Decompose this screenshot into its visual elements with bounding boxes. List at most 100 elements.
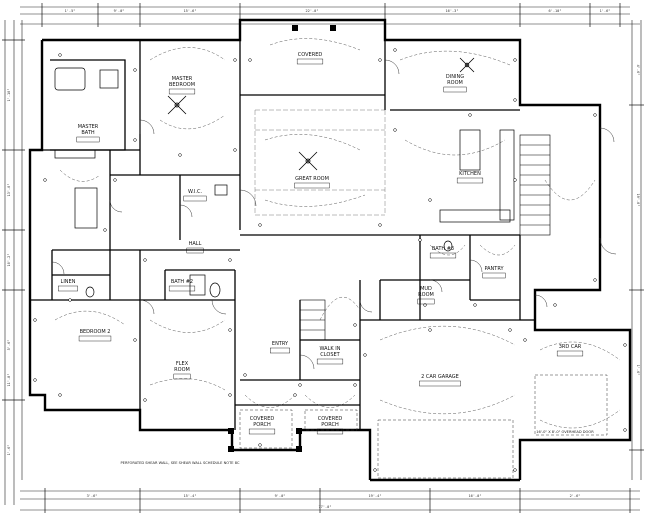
stairs [299, 134, 551, 341]
overhead-door-note: 16'-0" X 8'-0" OVERHEAD DOOR [536, 430, 594, 434]
outlet-symbol [103, 228, 107, 232]
dim-top: 9'-0" [114, 9, 125, 13]
outlet-symbol [58, 53, 62, 57]
dim-top: 1'-6" [600, 9, 611, 13]
outlet-symbol [143, 258, 147, 262]
room-tag-box [58, 285, 78, 292]
outlet-symbol [393, 48, 397, 52]
dim-top: 15'-6" [184, 9, 197, 13]
room-tag-box [482, 272, 506, 279]
outlet-symbol [468, 113, 472, 117]
outlet-symbol [233, 148, 237, 152]
outlet-symbol [428, 328, 432, 332]
outlet-symbol [523, 338, 527, 342]
outlet-symbol [133, 338, 137, 342]
dim-right: 1'-6" [636, 365, 640, 376]
outlet-symbol [423, 303, 427, 307]
room-tag-box [183, 195, 207, 202]
outlet-symbol [513, 468, 517, 472]
outlet-symbol [233, 58, 237, 62]
dim-top: 16'-3" [446, 9, 459, 13]
dim-bottom: 2'-6" [570, 494, 581, 498]
dim-top: 6'-10" [549, 9, 562, 13]
notes: PERFORATED SHEAR WALL, SEE SHEAR WALL SC… [121, 430, 595, 465]
room-tag-box [556, 350, 584, 357]
outlet-symbol [553, 303, 557, 307]
dim-bottom: 19'-4" [369, 494, 382, 498]
outlet-symbol [378, 58, 382, 62]
room-tag-box [78, 335, 112, 342]
outlet-symbol [33, 378, 37, 382]
outlet-symbol [353, 383, 357, 387]
room-label-third-car: 3RD CAR [559, 344, 582, 350]
room-label-wic: W.I.C. [188, 189, 203, 195]
room-tag-box [248, 428, 276, 435]
room-label-hall: HALL [189, 241, 202, 247]
outlet-symbol [228, 328, 232, 332]
dim-bottom: 9'-0" [275, 494, 286, 498]
dim-right: 4'-6" [636, 65, 640, 76]
dim-left: 10'-2" [7, 254, 11, 267]
interior-walls [30, 40, 535, 430]
outlet-symbol [593, 113, 597, 117]
room-tag-box [186, 247, 204, 254]
dim-left: 5'-6" [7, 340, 11, 351]
outlet-symbol [473, 303, 477, 307]
shear-wall-note: PERFORATED SHEAR WALL, SEE SHEAR WALL SC… [121, 461, 240, 465]
room-tag-box [316, 358, 344, 365]
outlet-symbol [418, 238, 422, 242]
outlet-symbol [58, 393, 62, 397]
outlet-symbol [293, 393, 297, 397]
dim-bottom: 16'-0" [469, 494, 482, 498]
room-tag-box [419, 380, 461, 387]
room-label-entry: ENTRY [272, 341, 289, 347]
ceiling-fan-icons [167, 57, 475, 171]
bath-fixtures [54, 67, 515, 298]
room-tag-box [456, 177, 484, 184]
outlet-symbol [378, 223, 382, 227]
outlet-symbol [393, 128, 397, 132]
outlet-symbol [623, 428, 627, 432]
outlet-symbol [228, 258, 232, 262]
room-tag-box [76, 136, 100, 143]
dim-left: 1'-6" [7, 445, 11, 456]
room-tag-box [296, 58, 324, 65]
room-tag-box [168, 285, 196, 292]
outlet-symbol [513, 58, 517, 62]
dim-bottom: 15'-4" [184, 494, 197, 498]
room-label-great-room: GREAT ROOM [295, 176, 329, 182]
outlet-symbol [228, 393, 232, 397]
room-tag-box [168, 88, 196, 95]
outlet-symbol [133, 138, 137, 142]
electrical-outlets [33, 48, 627, 472]
garage-outlines [239, 374, 608, 479]
dim-top: 22'-0" [306, 9, 319, 13]
room-tag-box [294, 182, 330, 189]
outlet-symbol [428, 198, 432, 202]
outlet-symbol [508, 328, 512, 332]
dim-left: 11'-8" [7, 374, 11, 387]
room-tag-box [443, 86, 467, 93]
outlet-symbol [258, 443, 262, 447]
room-tag-box [173, 373, 191, 380]
door-swings [51, 59, 617, 370]
room-label-covered: COVERED [298, 52, 323, 58]
wiring-arcs [54, 38, 621, 429]
room-label-bedroom-2: BEDROOM 2 [80, 329, 111, 335]
room-label-garage: 2 CAR GARAGE [421, 374, 459, 380]
dim-bottom-total: 77'-0" [319, 505, 332, 509]
dimension-labels: 1'-5" 9'-0" 15'-6" 22'-0" 16'-3" 6'-10" 1'-6" 1… [7, 9, 640, 509]
room-tag-box [316, 428, 344, 435]
room-label-kitchen: KITCHEN [459, 171, 481, 177]
dim-top: 1'-5" [65, 9, 76, 13]
dim-left: 1'-10" [7, 89, 11, 102]
outlet-symbol [248, 58, 252, 62]
